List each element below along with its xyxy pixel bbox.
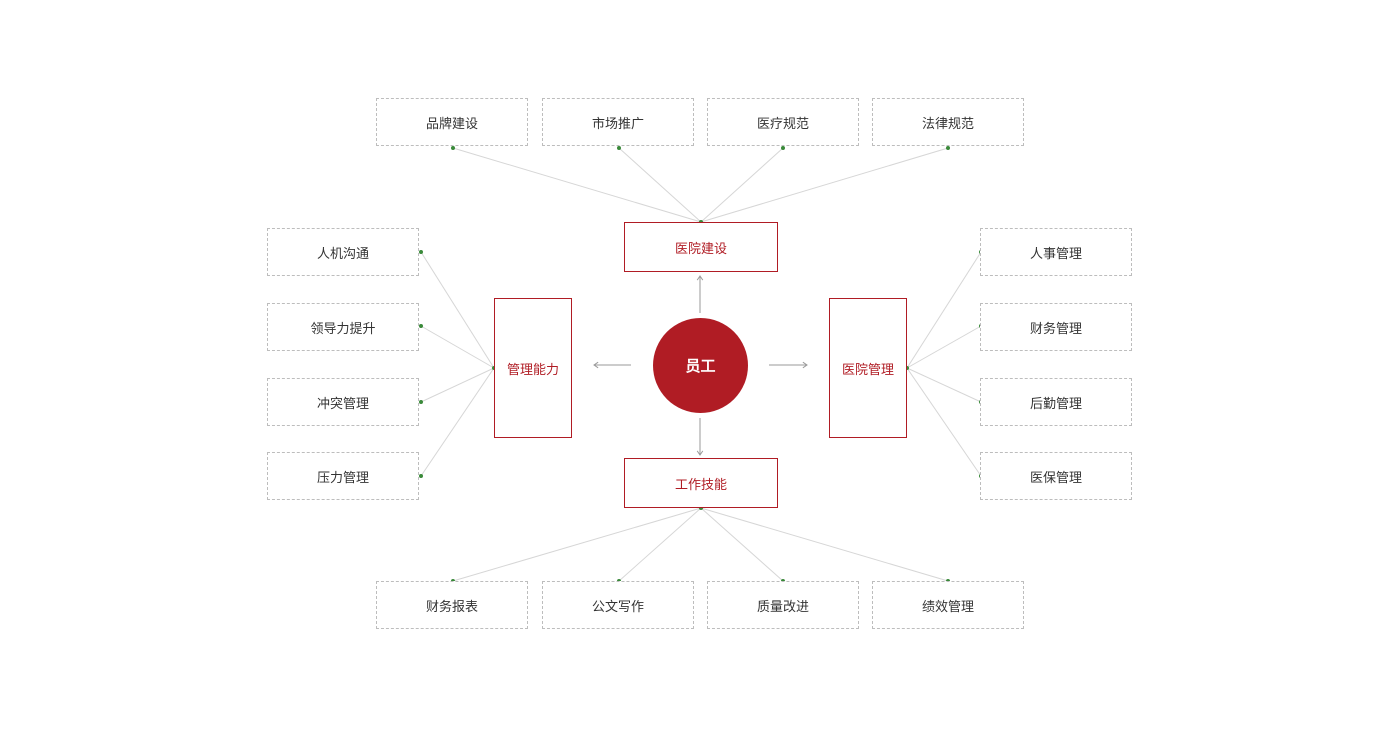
arrow-left-icon [593,361,631,369]
leaf-top-4: 法律规范 [872,98,1024,146]
leaf-bottom-3: 质量改进 [707,581,859,629]
connector-dot-left-3 [419,400,423,404]
leaf-top-1: 品牌建设 [376,98,528,146]
branch-node-left: 管理能力 [494,298,572,438]
leaf-bottom-2: 公文写作 [542,581,694,629]
connector-bottom-4 [700,507,949,582]
leaf-left-4: 压力管理 [267,452,419,500]
connector-left-1 [420,251,495,369]
connector-bottom-2 [618,507,702,582]
connector-right-2 [906,325,982,369]
connector-dot-top-4 [946,146,950,150]
connector-bottom-3 [700,507,784,582]
connector-left-2 [420,325,495,369]
arrow-up-icon [696,275,704,313]
leaf-left-1: 人机沟通 [267,228,419,276]
connector-top-3 [700,147,784,223]
arrow-down-icon [696,418,704,456]
connector-left-4 [420,367,495,477]
connector-top-4 [700,147,949,223]
connector-dot-top-2 [617,146,621,150]
leaf-top-3: 医疗规范 [707,98,859,146]
leaf-left-2: 领导力提升 [267,303,419,351]
connector-dot-left-2 [419,324,423,328]
branch-node-bottom: 工作技能 [624,458,778,508]
arrow-right-icon [769,361,808,369]
connector-dot-left-1 [419,250,423,254]
leaf-left-3: 冲突管理 [267,378,419,426]
connector-right-1 [906,251,982,369]
leaf-right-1: 人事管理 [980,228,1132,276]
leaf-top-2: 市场推广 [542,98,694,146]
connector-right-3 [906,367,982,403]
center-node: 员工 [653,318,748,413]
connector-right-4 [906,367,982,477]
leaf-bottom-4: 绩效管理 [872,581,1024,629]
connector-dot-left-4 [419,474,423,478]
connector-top-2 [618,147,702,223]
leaf-right-4: 医保管理 [980,452,1132,500]
connector-bottom-1 [452,507,702,582]
connector-dot-top-1 [451,146,455,150]
branch-node-top: 医院建设 [624,222,778,272]
leaf-right-2: 财务管理 [980,303,1132,351]
leaf-bottom-1: 财务报表 [376,581,528,629]
connector-top-1 [452,147,702,223]
connector-left-3 [420,367,495,403]
connector-dot-top-3 [781,146,785,150]
branch-node-right: 医院管理 [829,298,907,438]
leaf-right-3: 后勤管理 [980,378,1132,426]
